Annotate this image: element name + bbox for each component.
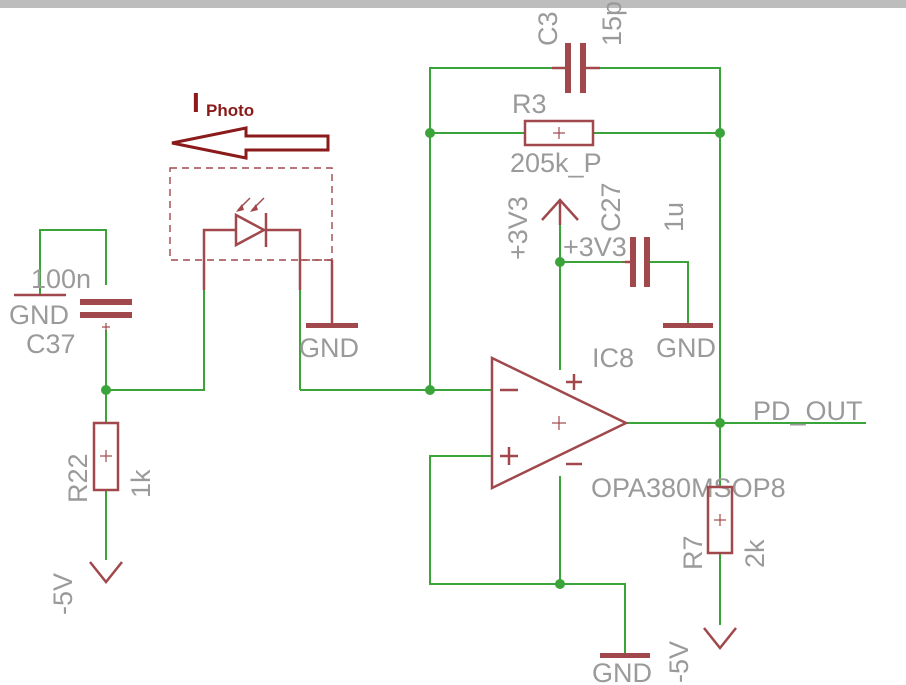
c37-value-label: 100n [31, 264, 91, 294]
supply-top-label: +3V3 [503, 196, 533, 260]
gnd-c27-label: GND [656, 333, 716, 363]
supply-r7-label: -5V [664, 641, 694, 683]
supply-c27-label: +3V3 [563, 232, 627, 262]
c27-value-label: 1u [659, 202, 689, 232]
window-top-bar [0, 0, 906, 8]
r7-name-label: R7 [678, 535, 708, 570]
output-net-label: PD_OUT [753, 396, 863, 426]
ground-symbol [306, 323, 358, 328]
c37-name-label: C37 [26, 329, 76, 359]
photocurrent-arrow [171, 126, 330, 160]
wire-gnd-bottom [560, 583, 626, 655]
ground-symbol [600, 653, 650, 658]
junction-dot [555, 579, 565, 589]
r3-name-label: R3 [512, 89, 547, 119]
opamp-ic8[interactable] [490, 356, 629, 490]
photodiode[interactable] [169, 167, 334, 325]
r3-value-label: 205k_P [510, 148, 602, 178]
wire-c27-right [650, 261, 689, 325]
wire-noninv [429, 455, 560, 585]
gnd-bottom-label: GND [592, 658, 652, 685]
junction-dot [715, 128, 725, 138]
gnd-diode-label: GND [299, 333, 359, 363]
resistor-r7[interactable] [706, 485, 734, 555]
wire-diode-anode [106, 290, 205, 391]
junction-dot [715, 418, 725, 428]
supply-r22-label: -5V [48, 573, 78, 615]
wire-c37-top [39, 229, 107, 295]
resistor-r3[interactable] [523, 119, 595, 147]
junction-dot [425, 128, 435, 138]
wires [39, 67, 866, 655]
c3-value-label: 15p [597, 1, 627, 46]
capacitor-c37[interactable] [14, 293, 132, 331]
junctions [101, 128, 725, 589]
supply-arrow-down [703, 627, 737, 651]
ic-part-label: OPA380MSOP8 [591, 473, 786, 503]
photocurrent-symbol: I [192, 87, 200, 118]
r22-value-label: 1k [126, 469, 156, 498]
supply-arrow-down [89, 561, 123, 585]
r22-name-label: R22 [63, 453, 93, 503]
capacitor-c27[interactable] [622, 237, 650, 287]
junction-dot [555, 257, 565, 267]
c37-gnd-label: GND [9, 300, 69, 330]
ground-symbol [663, 323, 713, 328]
r7-value-label: 2k [740, 539, 770, 568]
wire-c3-right [600, 67, 721, 423]
wire-c3-loop [429, 67, 552, 133]
c3-name-label: C3 [533, 11, 563, 46]
supply-arrow-up [541, 198, 579, 225]
resistor-r22[interactable] [92, 421, 120, 492]
junction-dot [425, 385, 435, 395]
junction-dot [101, 385, 111, 395]
photocurrent-subscript: Photo [206, 101, 254, 120]
photocurrent-label: I Photo [192, 87, 254, 120]
capacitor-c3[interactable] [552, 43, 600, 93]
c27-name-label: C27 [596, 182, 626, 232]
ic-name-label: IC8 [592, 343, 634, 373]
